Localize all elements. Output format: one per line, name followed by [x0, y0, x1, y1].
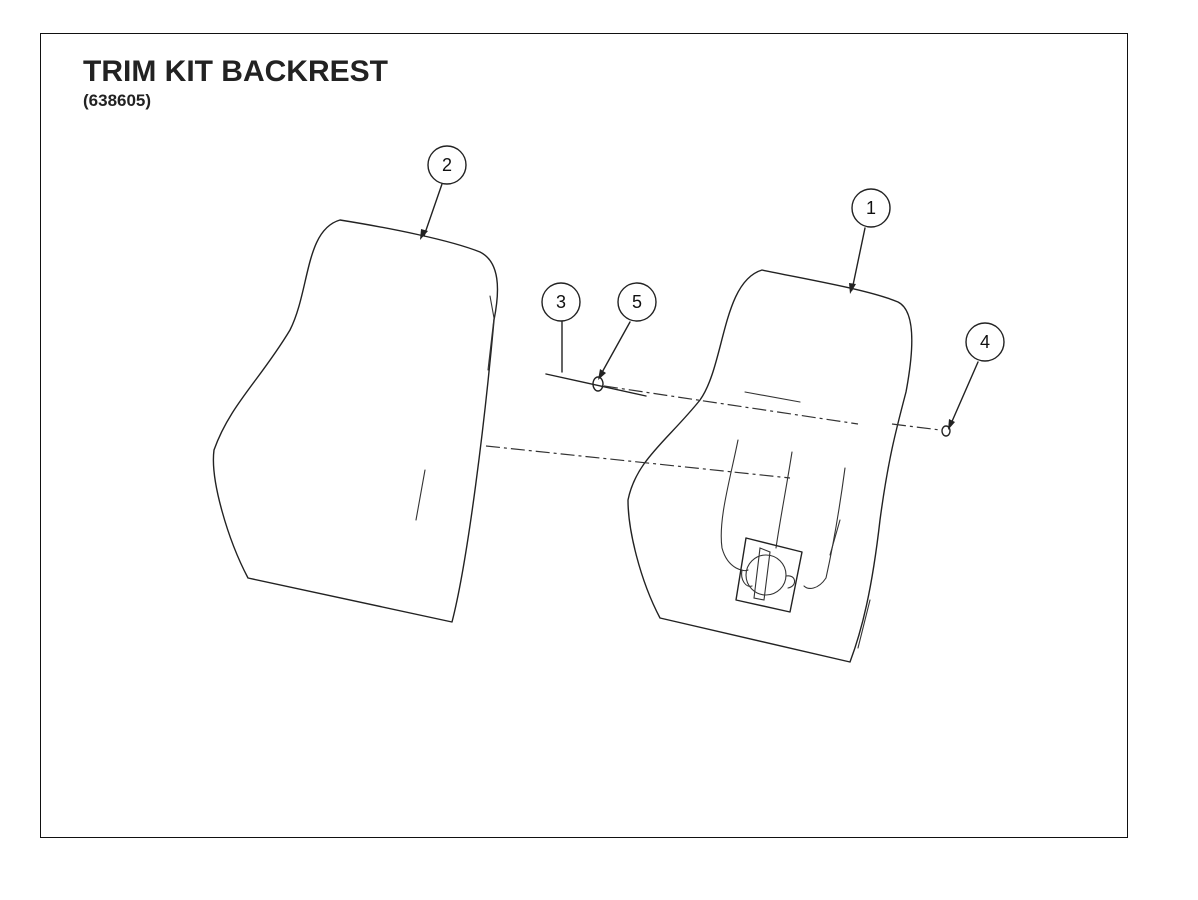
diagram-title: TRIM KIT BACKREST: [83, 55, 388, 88]
callout-label: 1: [866, 198, 876, 218]
callout-1: 1: [851, 188, 891, 228]
backrest-assembly-part-1: [627, 269, 913, 663]
diagram-frame: [40, 33, 1128, 838]
grommet-part-5: [592, 376, 604, 392]
rod-part-3: [545, 373, 647, 397]
callout-2: 2: [427, 145, 467, 185]
callout-3: 3: [541, 282, 581, 322]
part-number: (638605): [83, 91, 152, 110]
callout-label: 4: [980, 332, 990, 352]
callout-label: 5: [632, 292, 642, 312]
leader-lines: [420, 183, 979, 430]
backrest-panel-part-2: [212, 219, 499, 623]
callout-4: 4: [965, 322, 1005, 362]
assembly-centerlines: [485, 385, 941, 479]
clip-part-4: [941, 425, 951, 437]
callout-label: 3: [556, 292, 566, 312]
callout-5: 5: [617, 282, 657, 322]
callout-label: 2: [442, 155, 452, 175]
